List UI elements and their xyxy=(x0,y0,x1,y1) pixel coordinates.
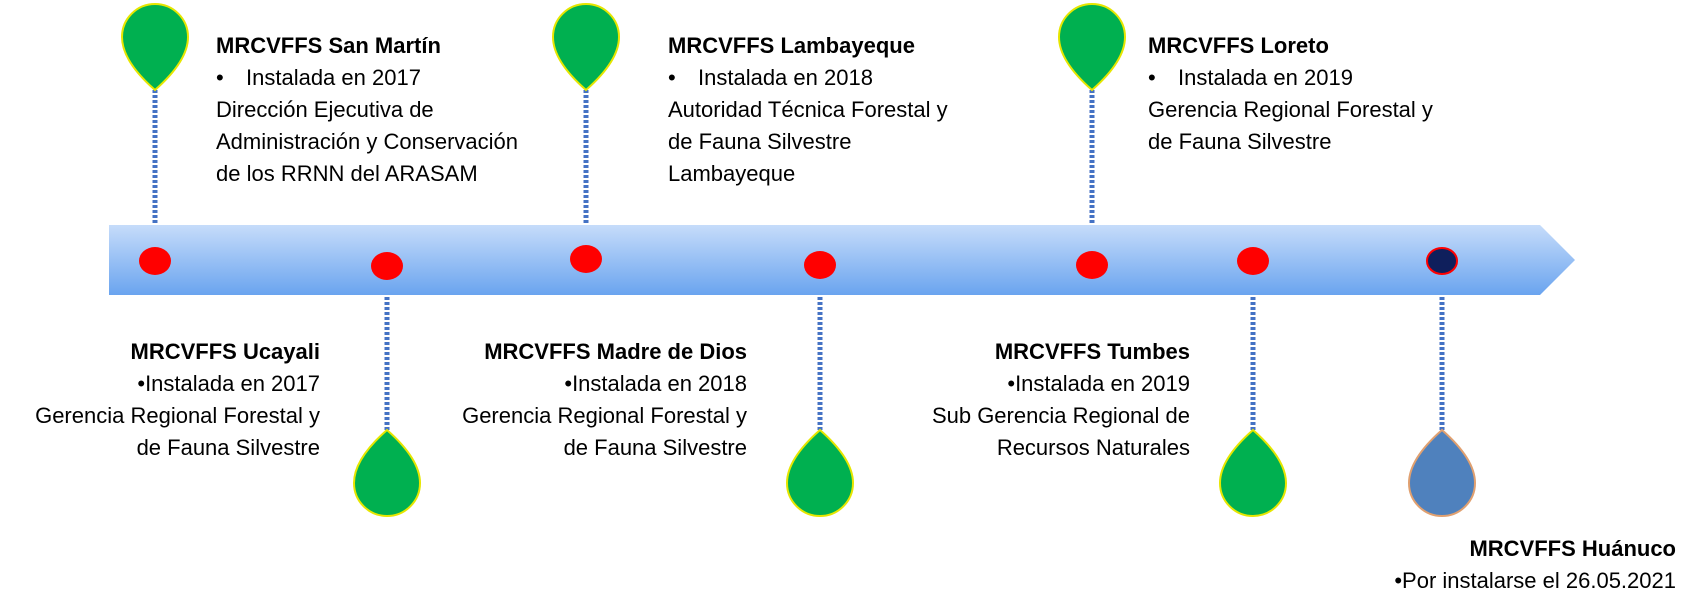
bullet-symbol: • xyxy=(564,371,573,396)
bullet-symbol: • xyxy=(137,371,146,396)
milestone-desc-line: Recursos Naturales xyxy=(996,435,1190,460)
milestone-desc-line: de los RRNN del ARASAM xyxy=(216,161,478,186)
milestone-desc-line: Gerencia Regional Forestal y xyxy=(462,403,747,428)
location-pin-icon xyxy=(1057,3,1127,92)
milestone-label-tumbes: MRCVFFS Tumbes •Instalada en 2019 Sub Ge… xyxy=(880,336,1190,464)
location-pin-icon xyxy=(352,428,422,517)
bullet-symbol: • xyxy=(1007,371,1016,396)
location-pin-icon xyxy=(551,3,621,92)
bullet-symbol: • xyxy=(216,65,224,90)
milestone-desc-line: Gerencia Regional Forestal y xyxy=(35,403,320,428)
location-pin-icon xyxy=(1218,428,1288,517)
milestone-title: MRCVFFS Madre de Dios xyxy=(484,339,747,364)
milestone-desc-line: Lambayeque xyxy=(668,161,796,186)
milestone-status: Instalada en 2019 xyxy=(1178,65,1353,90)
location-pin-icon xyxy=(1407,428,1477,517)
milestone-title: MRCVFFS San Martín xyxy=(216,33,441,58)
timeline-marker xyxy=(570,245,602,273)
milestone-status: Instalada en 2018 xyxy=(698,65,873,90)
bullet-symbol: • xyxy=(668,65,676,90)
milestone-status: Instalada en 2019 xyxy=(1015,371,1190,396)
milestone-label-ucayali: MRCVFFS Ucayali •Instalada en 2017 Geren… xyxy=(0,336,320,464)
bullet-symbol: • xyxy=(1148,65,1156,90)
milestone-desc-line: de Fauna Silvestre xyxy=(1148,129,1332,154)
milestone-label-huanuco: MRCVFFS Huánuco •Por instalarse el 26.05… xyxy=(1260,533,1676,597)
milestone-title: MRCVFFS Huánuco xyxy=(1469,536,1676,561)
milestone-desc-line: Dirección Ejecutiva de xyxy=(216,97,434,122)
bullet-symbol: • xyxy=(1394,568,1403,593)
milestone-status: Por instalarse el 26.05.2021 xyxy=(1402,568,1676,593)
timeline-marker xyxy=(1237,247,1269,275)
milestone-desc-line: Gerencia Regional Forestal y xyxy=(1148,97,1433,122)
timeline-arrow xyxy=(109,225,1575,295)
milestone-desc-line: Administración y Conservación xyxy=(216,129,519,154)
timeline-marker xyxy=(371,252,403,280)
milestone-desc-line: Sub Gerencia Regional de xyxy=(931,403,1190,428)
milestone-label-loreto: MRCVFFS Loreto • Instalada en 2019 Gerenc… xyxy=(1148,30,1433,158)
milestone-title: MRCVFFS Ucayali xyxy=(130,339,321,364)
milestone-title: MRCVFFS Loreto xyxy=(1148,33,1329,58)
milestone-label-san-martin: MRCVFFS San Martín • Instalada en 2017 Di… xyxy=(216,30,518,190)
timeline-marker xyxy=(1426,247,1458,275)
milestone-desc-line: Autoridad Técnica Forestal y xyxy=(668,97,948,122)
milestone-status: Instalada en 2018 xyxy=(572,371,747,396)
milestone-desc-line: de Fauna Silvestre xyxy=(668,129,852,154)
milestone-label-madre-de-dios: MRCVFFS Madre de Dios •Instalada en 2018… xyxy=(400,336,747,464)
milestone-title: MRCVFFS Tumbes xyxy=(994,339,1190,364)
milestone-status: Instalada en 2017 xyxy=(246,65,421,90)
milestone-desc-line: de Fauna Silvestre xyxy=(136,435,320,460)
location-pin-icon xyxy=(120,3,190,92)
timeline-marker xyxy=(804,251,836,279)
timeline-marker xyxy=(139,247,171,275)
timeline-marker xyxy=(1076,251,1108,279)
milestone-desc-line: de Fauna Silvestre xyxy=(563,435,747,460)
milestone-status: Instalada en 2017 xyxy=(145,371,320,396)
milestone-label-lambayeque: MRCVFFS Lambayeque • Instalada en 2018 Au… xyxy=(668,30,948,190)
milestone-title: MRCVFFS Lambayeque xyxy=(668,33,915,58)
location-pin-icon xyxy=(785,428,855,517)
